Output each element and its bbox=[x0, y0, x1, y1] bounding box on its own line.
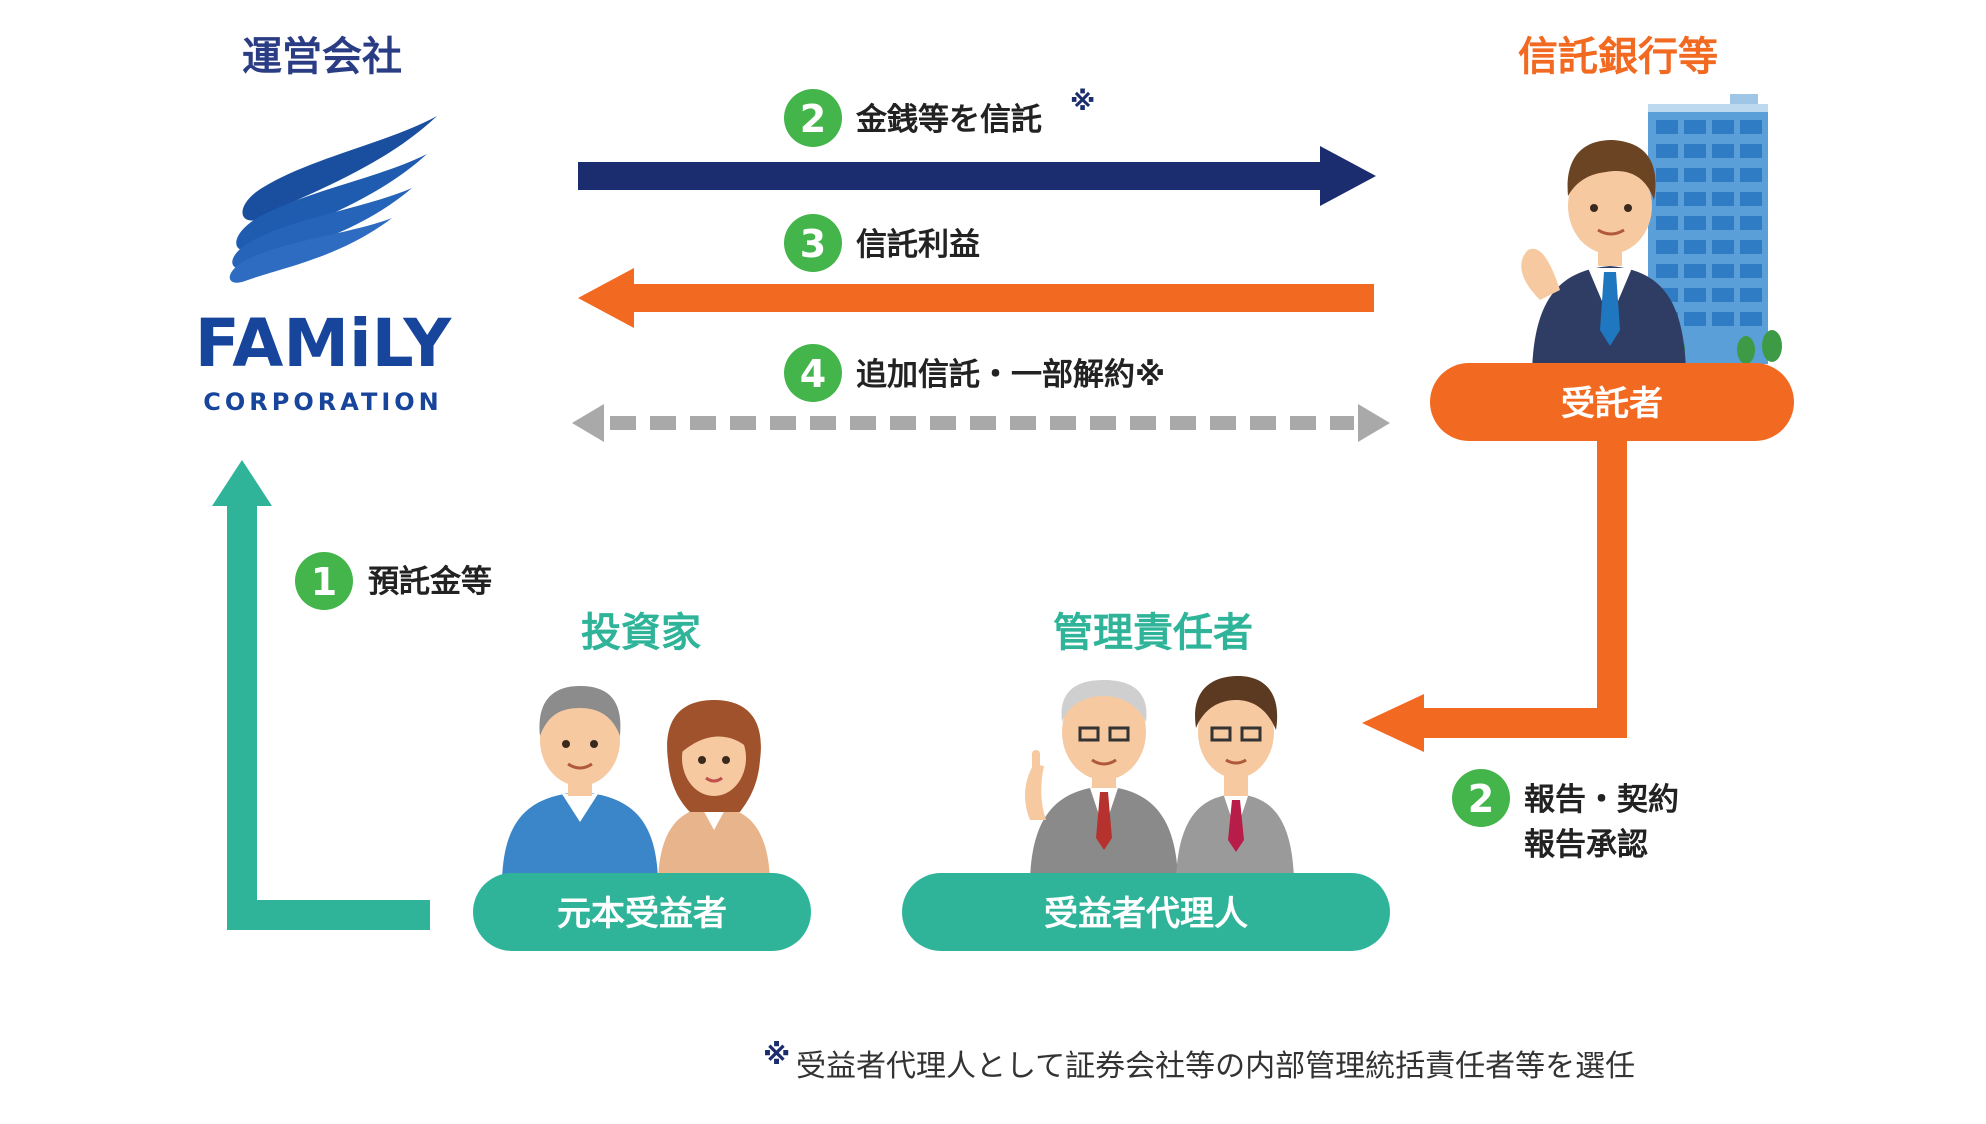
family-logo-word: FAMiLY bbox=[195, 305, 453, 382]
footnote-text: 受益者代理人として証券会社等の内部管理統括責任者等を選任 bbox=[796, 1049, 1635, 1084]
flow-entrust-money-number: 2 bbox=[800, 97, 826, 141]
arrow-report bbox=[1362, 441, 1627, 752]
flow-report: 2 報告・契約 報告承認 bbox=[1452, 769, 1679, 863]
flow-entrust-money-mark: ※ bbox=[1070, 87, 1095, 117]
footnote-mark: ※ bbox=[763, 1038, 790, 1071]
flow-deposit-number-badge bbox=[295, 552, 353, 610]
flow-entrust-money: 2 金銭等を信託 ※ bbox=[784, 87, 1095, 147]
flow-deposit-label: 預託金等 bbox=[368, 564, 492, 600]
trust-bank-heading: 信託銀行等 bbox=[1518, 34, 1718, 80]
beneficiary-agent-pill: 受益者代理人 bbox=[902, 873, 1390, 951]
operator-heading: 運営会社 bbox=[242, 34, 402, 80]
arrow-additional-trust bbox=[572, 404, 1390, 442]
flow-additional-trust-number-badge bbox=[784, 344, 842, 402]
flow-trust-profit-number: 3 bbox=[800, 222, 826, 266]
flow-trust-profit-number-badge bbox=[784, 214, 842, 272]
trustee-pill-label: 受託者 bbox=[1561, 384, 1663, 424]
arrow-deposit bbox=[212, 460, 430, 930]
trustee-pill: 受託者 bbox=[1430, 363, 1794, 441]
bank-clerk-icon bbox=[1521, 140, 1686, 372]
flow-report-number: 2 bbox=[1468, 777, 1494, 821]
flow-deposit-number: 1 bbox=[311, 560, 337, 604]
managers-icon bbox=[1025, 676, 1294, 880]
beneficiary-agent-pill-label: 受益者代理人 bbox=[1044, 894, 1248, 934]
flow-additional-trust-number: 4 bbox=[800, 352, 826, 396]
arrow-trust-profit bbox=[578, 268, 1374, 328]
principal-beneficiary-pill-label: 元本受益者 bbox=[557, 894, 727, 934]
manager-heading: 管理責任者 bbox=[1053, 610, 1253, 656]
flow-report-line2: 報告承認 bbox=[1524, 827, 1648, 863]
flow-report-line1: 報告・契約 bbox=[1524, 782, 1679, 818]
flow-entrust-money-number-badge bbox=[784, 89, 842, 147]
flow-additional-trust-label: 追加信託・一部解約※ bbox=[856, 357, 1165, 393]
arrow-entrust-money bbox=[578, 146, 1376, 206]
family-logo-wing-icon bbox=[229, 116, 437, 283]
principal-beneficiary-pill: 元本受益者 bbox=[473, 873, 811, 951]
flow-deposit: 1 預託金等 bbox=[295, 552, 492, 610]
flow-trust-profit-label: 信託利益 bbox=[856, 227, 980, 263]
flow-entrust-money-label: 金銭等を信託 bbox=[855, 102, 1042, 138]
flow-report-number-badge bbox=[1452, 769, 1510, 827]
family-logo-corporation: CORPORATION bbox=[203, 388, 442, 416]
flow-additional-trust: 4 追加信託・一部解約※ bbox=[784, 344, 1165, 402]
investor-couple-icon bbox=[502, 686, 770, 880]
investor-heading: 投資家 bbox=[581, 610, 701, 656]
flow-trust-profit: 3 信託利益 bbox=[784, 214, 980, 272]
